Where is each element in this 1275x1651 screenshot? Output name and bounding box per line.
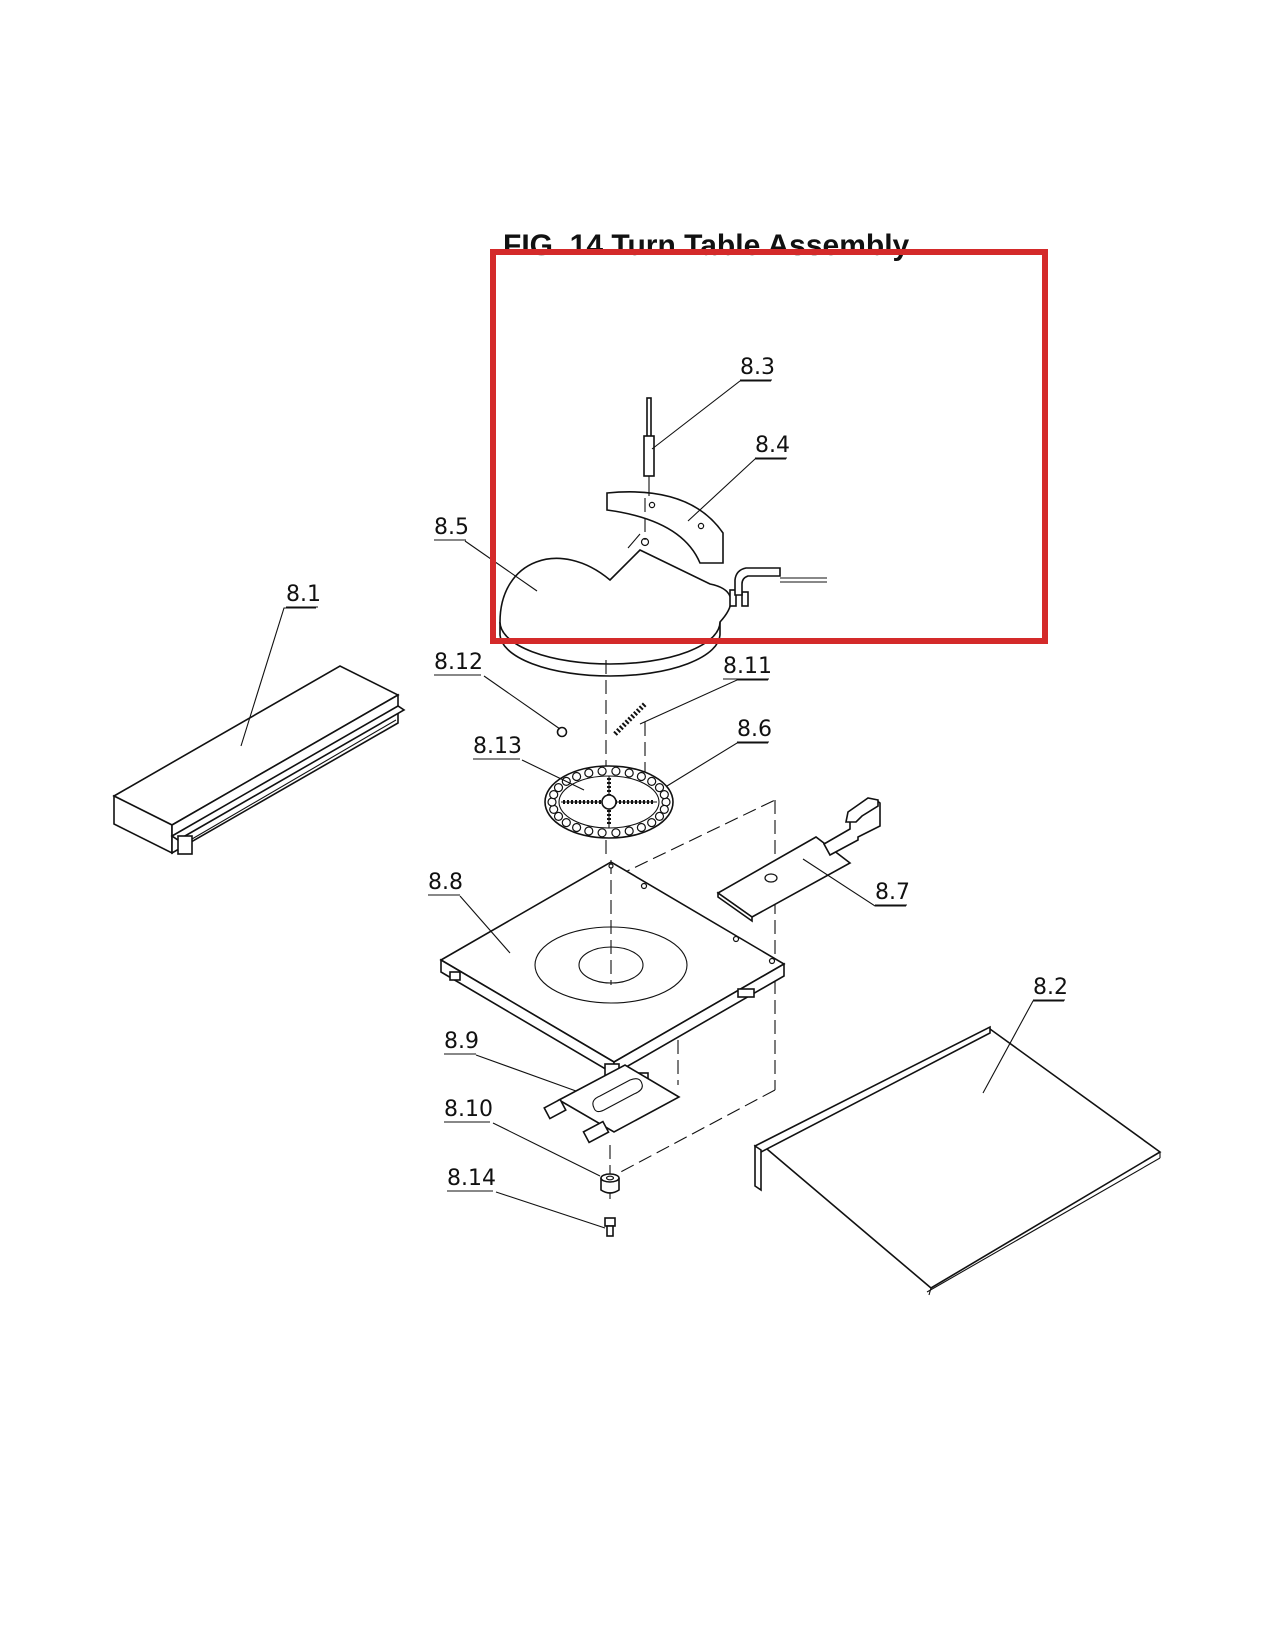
ring-ball [561,817,571,828]
ring-ball [659,789,669,800]
ring-ball [636,822,647,833]
callout-8-5: 8.5 [434,515,469,540]
callout-8-13: 8.13 [473,734,522,759]
ring-ball [611,828,621,838]
highlight-box [490,249,1048,644]
ring-ball [571,822,582,833]
callout-8-12: 8.12 [434,650,483,675]
ring-ball [611,766,621,776]
callout-8-11: 8.11 [723,654,772,679]
ring-ball [647,817,657,828]
ring-ball [597,766,607,776]
ring-balls [547,766,671,838]
ring-ball [624,826,634,836]
ring-ball [659,804,669,815]
callout-8-1: 8.1 [286,582,321,607]
ring-ball [647,776,657,787]
callout-8-3: 8.3 [740,355,775,380]
ring-ball [636,771,647,782]
part-8-5-turntable-disk [499,533,749,677]
callout-8-9: 8.9 [444,1029,479,1054]
callout-8-6: 8.6 [737,717,772,742]
ring-ball [549,789,559,800]
part-8-6-ball-ring [544,765,674,839]
ring-ball [584,768,594,778]
part-8-7-slide-plate [716,797,881,923]
ring-ball [553,811,564,822]
part-8-3-pin [643,397,655,540]
part-8-2-tray [753,1025,1162,1296]
ring-ball [661,797,671,807]
ring-ball [654,782,665,793]
part-rod [734,567,827,596]
ring-ball [624,768,634,778]
ring-ball [547,797,557,807]
callout-8-14: 8.14 [447,1166,496,1191]
part-8-1-channel [112,665,406,855]
ring-ball [584,826,594,836]
ring-ball [597,828,607,838]
part-8-12-ball [556,726,568,738]
callout-8-8: 8.8 [428,870,463,895]
callout-8-7: 8.7 [875,880,910,905]
part-8-10-nut [600,1173,620,1194]
callout-8-10: 8.10 [444,1097,493,1122]
ring-ball [549,804,559,815]
ring-ball [571,771,582,782]
callout-8-4: 8.4 [755,433,790,458]
leader-lines [240,380,1064,1229]
part-8-14-screw [604,1217,616,1237]
ring-ball [553,782,564,793]
callout-8-2: 8.2 [1033,975,1068,1000]
part-8-9-bracket [543,1064,681,1144]
ring-ball [654,811,665,822]
part-8-4-curved-guide [606,491,724,564]
callout-labels: 8.1 8.2 8.3 8.4 8.5 8.12 8.11 8.6 8.13 8… [286,355,1068,1192]
figure-title: FIG. 14 Turn Table Assembly [503,229,910,262]
